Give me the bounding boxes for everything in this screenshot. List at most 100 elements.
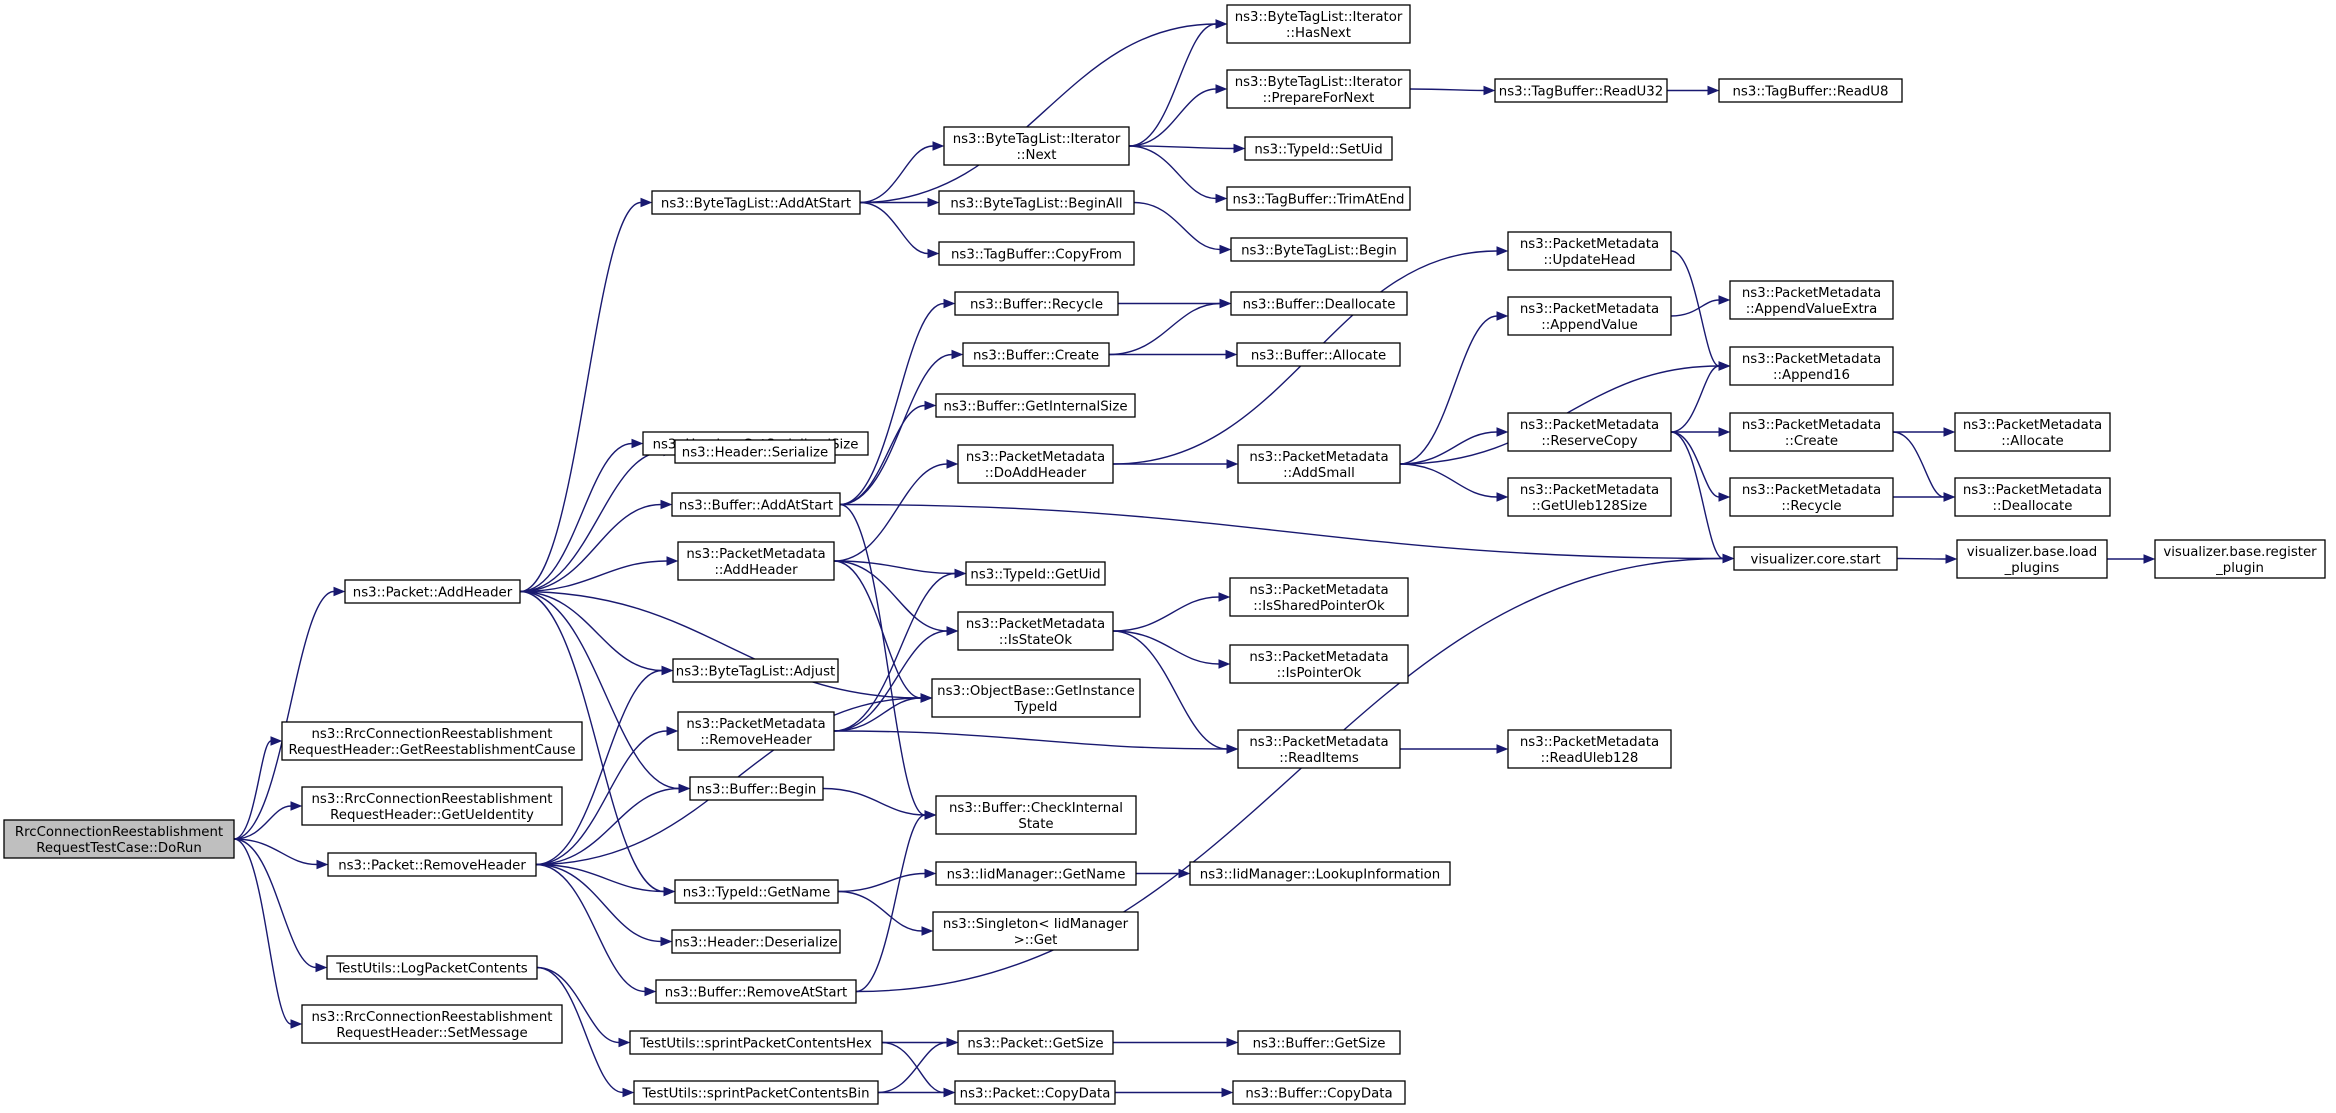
function-node-ns3-bytetaglist-iterator-preparefornext[interactable]: ns3::ByteTagList::Iterator::PrepareForNe… xyxy=(1226,69,1411,109)
function-node-ns3-packetmetadata-allocate[interactable]: ns3::PacketMetadata::Allocate xyxy=(1954,412,2111,452)
function-node-ns3-tagbuffer-copyfrom[interactable]: ns3::TagBuffer::CopyFrom xyxy=(938,241,1135,266)
function-node-ns3-packetmetadata-doaddheader[interactable]: ns3::PacketMetadata::DoAddHeader xyxy=(957,444,1114,484)
function-node-ns3-buffer-addatstart[interactable]: ns3::Buffer::AddAtStart xyxy=(671,492,841,517)
function-node-ns3-header-deserialize[interactable]: ns3::Header::Deserialize xyxy=(671,929,841,954)
node-label: TestUtils::sprintPacketContentsBin xyxy=(641,1087,869,1102)
function-node-ns3-packetmetadata-appendvalue[interactable]: ns3::PacketMetadata::AppendValue xyxy=(1507,296,1672,336)
edge-n59-n63 xyxy=(1892,431,1956,502)
function-node-ns3-packet-copydata[interactable]: ns3::Packet::CopyData xyxy=(954,1080,1116,1105)
node-label: ns3::Buffer::CopyData xyxy=(1245,1087,1392,1102)
node-box xyxy=(954,291,1119,316)
function-node-ns3-packetmetadata-issharedpointerok[interactable]: ns3::PacketMetadata::IsSharedPointerOk xyxy=(1229,577,1409,617)
node-label: ns3::IidManager::GetName xyxy=(947,868,1126,883)
edge-n0-n1 xyxy=(233,586,346,840)
function-node-ns3-tagbuffer-readu32[interactable]: ns3::TagBuffer::ReadU32 xyxy=(1494,78,1668,103)
node-label: ::AppendValueExtra xyxy=(1746,302,1878,317)
function-node-ns3-typeid-setuid[interactable]: ns3::TypeId::SetUid xyxy=(1244,136,1393,161)
function-node-ns3-packet-addheader[interactable]: ns3::Packet::AddHeader xyxy=(344,579,521,604)
function-node-ns3-packetmetadata-updatehead[interactable]: ns3::PacketMetadata::UpdateHead xyxy=(1507,231,1672,271)
function-node-ns3-tagbuffer-trimatend[interactable]: ns3::TagBuffer::TrimAtEnd xyxy=(1226,186,1411,211)
function-node-ns3-packetmetadata-addsmall[interactable]: ns3::PacketMetadata::AddSmall xyxy=(1237,444,1401,484)
node-label: _plugin xyxy=(2215,561,2264,576)
node-box xyxy=(301,1004,563,1044)
function-node-ns3-bytetaglist-iterator-hasnext[interactable]: ns3::ByteTagList::Iterator::HasNext xyxy=(1226,4,1411,44)
function-node-ns3-bytetaglist-beginall[interactable]: ns3::ByteTagList::BeginAll xyxy=(938,190,1135,215)
function-node-ns3-packetmetadata-addheader[interactable]: ns3::PacketMetadata::AddHeader xyxy=(677,541,835,581)
function-node-ns3-buffer-removeatstart[interactable]: ns3::Buffer::RemoveAtStart xyxy=(655,979,857,1004)
function-node-ns3-bytetaglist-addatstart[interactable]: ns3::ByteTagList::AddAtStart xyxy=(651,190,861,215)
edge-n17-n30 xyxy=(855,810,937,993)
function-node-ns3-buffer-begin[interactable]: ns3::Buffer::Begin xyxy=(689,776,824,801)
function-node-ns3-packetmetadata-readitems[interactable]: ns3::PacketMetadata::ReadItems xyxy=(1237,729,1401,769)
function-node-ns3-packetmetadata-create[interactable]: ns3::PacketMetadata::Create xyxy=(1729,412,1894,452)
function-node-ns3-packetmetadata-removeheader[interactable]: ns3::PacketMetadata::RemoveHeader xyxy=(677,711,835,751)
function-node-rrcconnectionreestablishment-requesttestcase-dorun[interactable]: RrcConnectionReestablishmentRequestTestC… xyxy=(3,819,235,859)
edge-n26-n42 xyxy=(1112,459,1239,469)
edge-n1-n11 xyxy=(519,556,679,593)
function-node-ns3-tagbuffer-readu8[interactable]: ns3::TagBuffer::ReadU8 xyxy=(1718,78,1903,103)
function-node-ns3-packetmetadata-appendvalueextra[interactable]: ns3::PacketMetadata::AppendValueExtra xyxy=(1729,280,1894,320)
function-node-ns3-buffer-getsize[interactable]: ns3::Buffer::GetSize xyxy=(1237,1030,1401,1055)
edge-n33-n47 xyxy=(1112,1037,1239,1048)
function-node-ns3-packetmetadata-readuleb128[interactable]: ns3::PacketMetadata::ReadUleb128 xyxy=(1507,729,1672,769)
function-node-ns3-packetmetadata-recycle[interactable]: ns3::PacketMetadata::Recycle xyxy=(1729,477,1894,517)
node-label: ns3::PacketMetadata xyxy=(1963,483,2102,498)
function-node-ns3-buffer-copydata[interactable]: ns3::Buffer::CopyData xyxy=(1232,1080,1406,1105)
node-label: ::UpdateHead xyxy=(1544,253,1636,268)
edge-n19-n33 xyxy=(877,1037,959,1094)
edge-n13-n28 xyxy=(833,626,959,732)
function-node-ns3-iidmanager-lookupinformation[interactable]: ns3::IidManager::LookupInformation xyxy=(1189,861,1451,886)
function-node-ns3-buffer-allocate[interactable]: ns3::Buffer::Allocate xyxy=(1236,342,1401,367)
function-node-ns3-bytetaglist-adjust[interactable]: ns3::ByteTagList::Adjust xyxy=(672,658,839,683)
function-node-ns3-packetmetadata-getuleb128size[interactable]: ns3::PacketMetadata::GetUleb128Size xyxy=(1507,477,1672,517)
function-node-testutils-logpacketcontents[interactable]: TestUtils::LogPacketContents xyxy=(326,955,538,980)
function-node-ns3-packetmetadata-reservecopy[interactable]: ns3::PacketMetadata::ReserveCopy xyxy=(1507,412,1672,452)
function-node-ns3-packet-getsize[interactable]: ns3::Packet::GetSize xyxy=(957,1030,1114,1055)
function-node-testutils-sprintpacketcontentsbin[interactable]: TestUtils::sprintPacketContentsBin xyxy=(633,1080,879,1105)
edge-n7-n21 xyxy=(860,197,940,208)
function-node-testutils-sprintpacketcontentshex[interactable]: TestUtils::sprintPacketContentsHex xyxy=(629,1030,883,1055)
node-label: ns3::PacketMetadata xyxy=(966,617,1105,632)
function-node-ns3-buffer-deallocate[interactable]: ns3::Buffer::Deallocate xyxy=(1230,291,1408,316)
function-node-visualizer-base-register-plugin[interactable]: visualizer.base.register_plugin xyxy=(2154,539,2326,579)
node-label: ns3::TagBuffer::TrimAtEnd xyxy=(1233,193,1405,208)
node-label: ns3::Buffer::Deallocate xyxy=(1243,298,1396,313)
function-node-ns3-typeid-getuid[interactable]: ns3::TypeId::GetUid xyxy=(965,561,1106,586)
function-node-ns3-buffer-create[interactable]: ns3::Buffer::Create xyxy=(962,342,1110,367)
node-label: visualizer.core.start xyxy=(1750,553,1880,568)
node-label: ns3::PacketMetadata xyxy=(686,547,825,562)
function-node-ns3-rrcconnectionreestablishment-requestheader-getueidentity[interactable]: ns3::RrcConnectionReestablishmentRequest… xyxy=(301,786,563,826)
function-node-ns3-packetmetadata-deallocate[interactable]: ns3::PacketMetadata::Deallocate xyxy=(1954,477,2111,517)
function-node-ns3-packet-removeheader[interactable]: ns3::Packet::RemoveHeader xyxy=(327,852,537,877)
function-node-ns3-buffer-getinternalsize[interactable]: ns3::Buffer::GetInternalSize xyxy=(935,393,1136,418)
node-label: ns3::Buffer::Create xyxy=(973,349,1099,364)
edge-n52-n59 xyxy=(1670,427,1731,437)
function-node-ns3-packetmetadata-append16[interactable]: ns3::PacketMetadata::Append16 xyxy=(1729,346,1894,386)
edge-n0-n3 xyxy=(233,801,303,840)
function-node-ns3-bytetaglist-begin[interactable]: ns3::ByteTagList::Begin xyxy=(1230,237,1408,262)
function-node-ns3-typeid-getname[interactable]: ns3::TypeId::GetName xyxy=(674,879,839,904)
function-node-visualizer-core-start[interactable]: visualizer.core.start xyxy=(1733,546,1898,571)
function-node-visualizer-base-load-plugins[interactable]: visualizer.base.load_plugins xyxy=(1956,539,2108,579)
node-label: ::ReadUleb128 xyxy=(1541,751,1639,766)
function-node-ns3-packetmetadata-isstateok[interactable]: ns3::PacketMetadata::IsStateOk xyxy=(957,611,1114,651)
function-node-ns3-header-serialize[interactable]: ns3::Header::Serialize xyxy=(674,439,836,464)
node-box xyxy=(1494,78,1668,103)
function-node-ns3-iidmanager-getname[interactable]: ns3::IidManager::GetName xyxy=(935,861,1137,886)
node-label: ns3::ByteTagList::Iterator xyxy=(1235,10,1403,25)
function-node-ns3-bytetaglist-iterator-next[interactable]: ns3::ByteTagList::Iterator::Next xyxy=(943,126,1130,166)
node-box xyxy=(1729,346,1894,386)
node-label: ns3::Packet::AddHeader xyxy=(353,586,513,601)
node-label: ns3::TypeId::SetUid xyxy=(1254,143,1382,158)
function-node-ns3-packetmetadata-ispointerok[interactable]: ns3::PacketMetadata::IsPointerOk xyxy=(1229,644,1409,684)
edge-n1-n10 xyxy=(519,499,673,593)
edge-n28-n44 xyxy=(1112,630,1231,669)
function-node-ns3-rrcconnectionreestablishment-requestheader-getreestablishmentcause[interactable]: ns3::RrcConnectionReestablishmentRequest… xyxy=(281,721,583,761)
function-node-ns3-singleton-iidmanager-get[interactable]: ns3::Singleton< IidManager>::Get xyxy=(932,911,1139,951)
function-node-ns3-rrcconnectionreestablishment-requestheader-setmessage[interactable]: ns3::RrcConnectionReestablishmentRequest… xyxy=(301,1004,563,1044)
function-node-ns3-buffer-recycle[interactable]: ns3::Buffer::Recycle xyxy=(954,291,1119,316)
node-box xyxy=(1229,577,1409,617)
node-label: ::DoAddHeader xyxy=(985,466,1087,481)
